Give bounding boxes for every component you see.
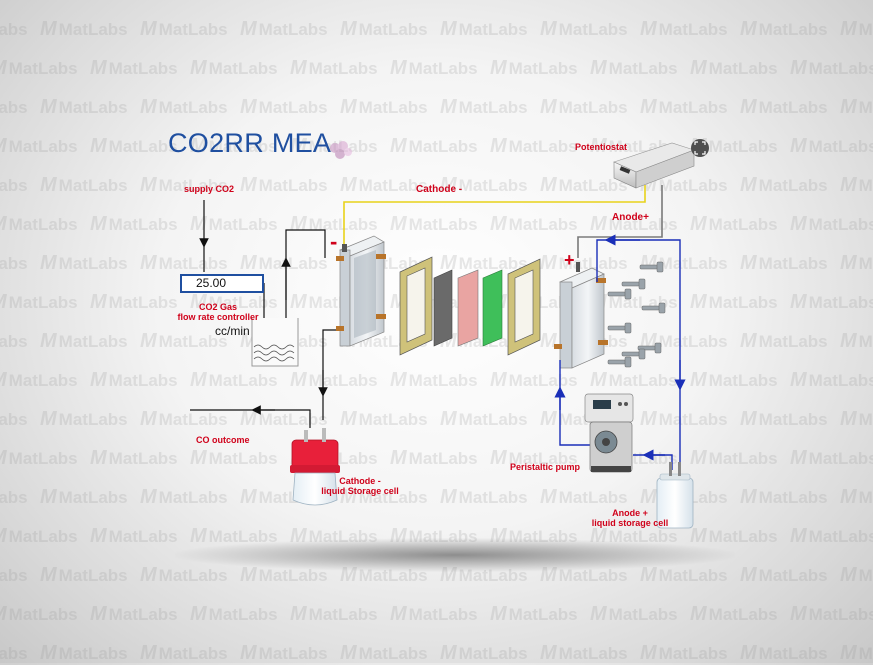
mea-membrane: [457, 269, 479, 347]
co-outcome-line: [190, 409, 311, 428]
anode-storage-label-line2: liquid storage cell: [591, 518, 669, 528]
brand-flower-icon: [330, 141, 352, 159]
flow-controller-display: 25.00: [180, 274, 264, 293]
anode-wire-label: Anode+: [612, 212, 649, 223]
flow-controller-label: CO2 Gas flow rate controller: [172, 302, 264, 322]
cathode-storage-bottle: [290, 428, 340, 506]
cathode-cell: [336, 235, 386, 347]
mea-catalyst-layer: [482, 269, 503, 347]
diagram-title: CO2RR MEA: [168, 128, 332, 158]
anode-wire: [577, 185, 663, 258]
flow-controller-label-line1: CO2 Gas: [198, 302, 238, 312]
flow-controller-label-line2: flow rate controller: [177, 312, 259, 322]
anode-storage-label: Anode + liquid storage cell: [582, 508, 678, 528]
flow-unit-label: cc/min: [215, 324, 250, 338]
potentiostat-label: Potentiostat: [575, 142, 628, 152]
cathode-storage-label: Cathode - liquid Storage cell: [305, 476, 415, 496]
cathode-storage-label-line1: Cathode -: [339, 476, 381, 486]
cathode-minus-sign: -: [330, 229, 338, 254]
anode-plus-sign: +: [564, 250, 575, 270]
cathode-storage-label-line2: liquid Storage cell: [321, 486, 399, 496]
cathode-liquid-line: [322, 329, 339, 420]
peristaltic-pump: [584, 393, 634, 473]
mea-gasket-right: [507, 258, 541, 356]
anode-storage-bottle: [656, 462, 694, 529]
anode-cell: [554, 262, 608, 369]
mea-gasket-left: [399, 256, 433, 356]
bolts-group: [607, 261, 666, 368]
anolyte-return-line: [633, 454, 673, 470]
co-outcome-label: CO outcome: [196, 435, 250, 445]
mea-gas-diffusion-layer: [433, 269, 453, 347]
supply-co2-label: supply CO2: [184, 184, 235, 194]
humidifier-beaker: [251, 318, 299, 367]
cathode-wire-label: Cathode -: [416, 184, 463, 195]
floor-shadow: [175, 538, 735, 572]
anode-storage-label-line1: Anode +: [612, 508, 648, 518]
potentiostat-device: [613, 142, 695, 189]
peristaltic-pump-label: Peristaltic pump: [510, 462, 581, 472]
cathode-wire: [343, 185, 646, 248]
expand-icon: [691, 139, 709, 157]
